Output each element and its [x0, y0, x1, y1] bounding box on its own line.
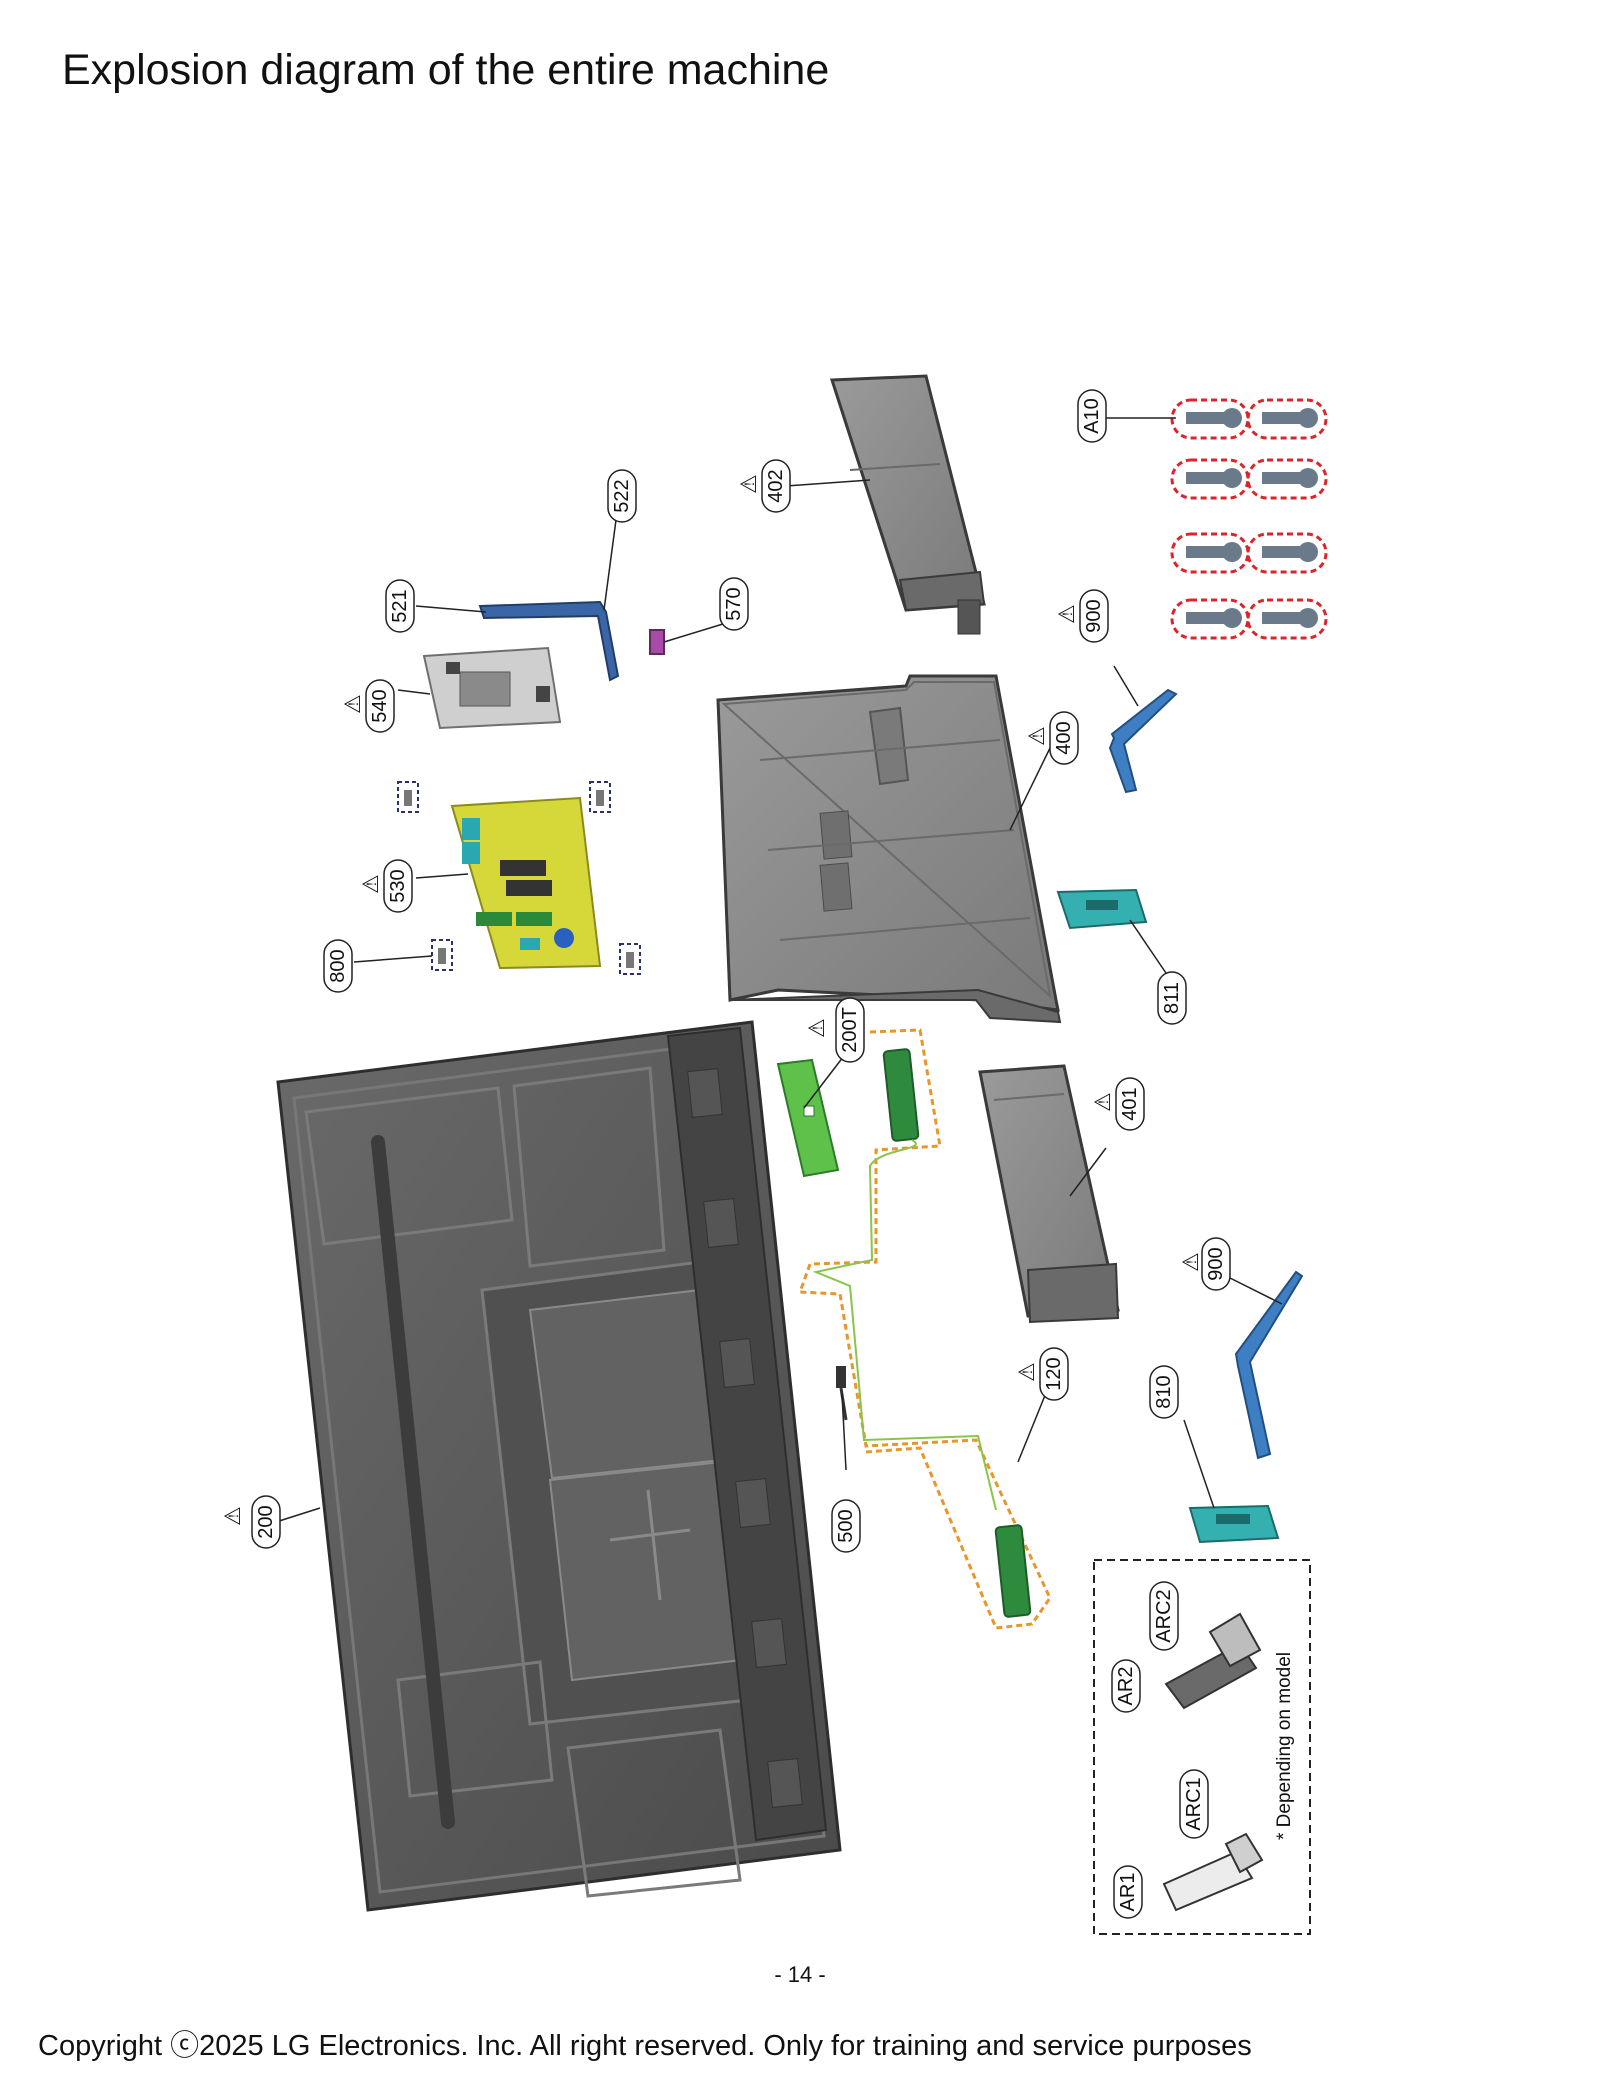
- svg-text:⚠: ⚠: [1179, 1252, 1204, 1272]
- svg-text:⚠: ⚠: [1025, 726, 1050, 746]
- svg-text:200: 200: [255, 1505, 277, 1538]
- page-number: - 14 -: [774, 1962, 826, 1987]
- stand-900-lower: [1234, 1270, 1304, 1460]
- svg-text:402: 402: [765, 469, 787, 502]
- stand-base-810: [1188, 1504, 1280, 1544]
- callout-401: 401: [1115, 1077, 1145, 1131]
- svg-text:530: 530: [387, 869, 409, 902]
- callout-522: 522: [607, 469, 637, 523]
- stand-base-811: [1056, 888, 1148, 930]
- svg-text:522: 522: [611, 479, 633, 512]
- callout-500: 500: [831, 1499, 861, 1553]
- callout-521: 521: [385, 579, 415, 633]
- callout-800: 800: [323, 939, 353, 993]
- callout-AR2: AR2: [1111, 1659, 1141, 1713]
- part-570: [649, 629, 665, 655]
- page-title: Explosion diagram of the entire machine: [62, 46, 830, 94]
- copyright-footer: Copyright ⓒ2025 LG Electronics. Inc. All…: [38, 2030, 1252, 2062]
- leader-lines: [275, 417, 1283, 1523]
- svg-text:400: 400: [1053, 721, 1075, 754]
- svg-text:A10: A10: [1081, 398, 1103, 434]
- svg-text:200T: 200T: [839, 1007, 861, 1053]
- stand-900-upper: [1108, 688, 1178, 794]
- screw-set-800: [397, 781, 641, 975]
- cover-402: [829, 374, 986, 635]
- svg-text:AR2: AR2: [1115, 1667, 1137, 1706]
- callout-530: 530: [383, 859, 413, 913]
- display-panel-200: [276, 1020, 842, 1912]
- remote-AR2: [1164, 1612, 1262, 1710]
- svg-text:AR1: AR1: [1117, 1873, 1139, 1912]
- remote-AR1: [1162, 1832, 1264, 1912]
- svg-text:900: 900: [1205, 1247, 1227, 1280]
- svg-text:⚠: ⚠: [805, 1018, 830, 1038]
- power-board-540: [422, 646, 562, 730]
- svg-text:⚠: ⚠: [341, 694, 366, 714]
- svg-text:⚠: ⚠: [221, 1506, 246, 1526]
- svg-text:521: 521: [389, 589, 411, 622]
- callout-ARC2: ARC2: [1149, 1581, 1179, 1651]
- svg-text:900: 900: [1083, 599, 1105, 632]
- callout-200: 200: [251, 1495, 281, 1549]
- callout-200T: 200T: [835, 997, 865, 1063]
- screw-set-A10: [1170, 398, 1328, 640]
- callout-811: 811: [1157, 971, 1187, 1025]
- warning-icon: ⚠ ⚠ ⚠ ⚠ ⚠ ⚠ ⚠ ⚠ ⚠ ⚠: [221, 474, 1204, 1526]
- callout-400: 400: [1049, 711, 1079, 765]
- cable-500: [836, 1366, 848, 1421]
- svg-text:ARC1: ARC1: [1183, 1777, 1205, 1830]
- svg-text:⚠: ⚠: [1055, 604, 1080, 624]
- callout-A10: A10: [1077, 389, 1107, 443]
- ir-board-200T: [776, 1058, 840, 1178]
- svg-text:570: 570: [723, 587, 745, 620]
- remote-options-box: [1093, 1559, 1311, 1935]
- callout-570: 570: [719, 577, 749, 631]
- svg-text:⚠: ⚠: [1015, 1362, 1040, 1382]
- svg-text:800: 800: [327, 949, 349, 982]
- svg-text:120: 120: [1043, 1357, 1065, 1390]
- callout-540: 540: [365, 679, 395, 733]
- svg-text:811: 811: [1161, 982, 1183, 1014]
- svg-text:540: 540: [369, 689, 391, 722]
- callout-900-lower: 900: [1201, 1237, 1231, 1291]
- callout-120: 120: [1039, 1347, 1069, 1401]
- main-board-530: [450, 796, 602, 970]
- svg-text:ARC2: ARC2: [1153, 1589, 1175, 1642]
- callout-ARC1: ARC1: [1179, 1769, 1209, 1839]
- cover-401: [978, 1064, 1120, 1324]
- svg-text:⚠: ⚠: [737, 474, 762, 494]
- svg-text:500: 500: [835, 1509, 857, 1542]
- callout-AR1: AR1: [1113, 1865, 1143, 1919]
- model-note: * Depending on model: [1274, 1652, 1295, 1840]
- callout-402: 402: [761, 459, 791, 513]
- callout-900-upper: 900: [1079, 589, 1109, 643]
- callout-810: 810: [1149, 1365, 1179, 1419]
- svg-text:⚠: ⚠: [359, 874, 384, 894]
- svg-text:⚠: ⚠: [1091, 1092, 1116, 1112]
- speaker-set-120: [797, 1028, 1052, 1630]
- back-cover-400: [716, 674, 1062, 1024]
- svg-text:401: 401: [1119, 1087, 1141, 1120]
- svg-text:810: 810: [1153, 1375, 1175, 1408]
